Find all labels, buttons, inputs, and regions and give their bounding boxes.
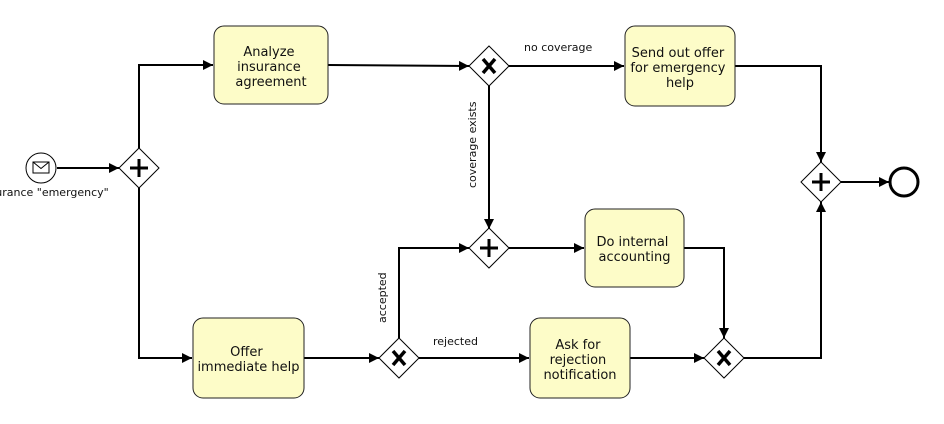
flow-label-rejected: rejected bbox=[433, 335, 478, 348]
x-icon bbox=[716, 349, 732, 367]
task-label-line: Analyze bbox=[243, 45, 294, 60]
task-label-line: immediate help bbox=[197, 360, 299, 375]
task-label-line: for emergency bbox=[630, 61, 725, 76]
svg-text:Analyze insurance: Analyze insurance agreement bbox=[235, 45, 306, 90]
flow-label-no-coverage: no coverage bbox=[524, 41, 592, 54]
final-join-gateway[interactable] bbox=[800, 161, 842, 203]
flow-label-accepted: accepted bbox=[376, 272, 389, 323]
exclusive-merge-gateway[interactable] bbox=[703, 337, 745, 379]
end-event[interactable] bbox=[888, 166, 920, 198]
flow-send-offer-to-final-join bbox=[735, 65, 826, 162]
task-analyze-insurance-agreement[interactable]: Analyze insurance agreement bbox=[213, 25, 329, 105]
task-label-line: Do internal bbox=[596, 235, 668, 250]
task-label-line: Ask for bbox=[555, 338, 601, 353]
task-label-line: rejection bbox=[550, 353, 607, 368]
start-event-label: urance "emergency" bbox=[0, 186, 109, 199]
task-label-line: Offer bbox=[230, 345, 263, 360]
message-start-event[interactable] bbox=[25, 152, 57, 184]
plus-icon bbox=[812, 173, 830, 191]
offer-decision-gateway[interactable] bbox=[378, 337, 420, 379]
flow-analyze-to-coverage-gateway bbox=[327, 60, 470, 71]
x-icon bbox=[391, 349, 407, 367]
task-label-line: notification bbox=[543, 368, 616, 383]
task-label-line: accounting bbox=[599, 250, 671, 265]
task-label-line: agreement bbox=[235, 75, 306, 90]
task-send-out-offer[interactable]: Send out offer for emergency help bbox=[624, 25, 736, 107]
task-label-line: Send out offer bbox=[632, 46, 725, 61]
coverage-decision-gateway[interactable] bbox=[468, 45, 510, 87]
flow-accepted bbox=[398, 243, 469, 338]
plus-icon bbox=[130, 159, 148, 177]
flow-split-to-analyze bbox=[138, 60, 213, 148]
task-offer-immediate-help[interactable]: Offer immediate help bbox=[192, 317, 305, 399]
parallel-split-gateway[interactable] bbox=[118, 147, 160, 189]
flow-label-coverage-exists: coverage exists bbox=[466, 101, 479, 188]
envelope-icon bbox=[32, 161, 50, 174]
svg-text:Ask for rejection: Ask for rejection notification bbox=[543, 338, 616, 383]
plus-icon bbox=[480, 239, 498, 257]
parallel-join-gateway[interactable] bbox=[468, 227, 510, 269]
task-do-internal-accounting[interactable]: Do internal accounting bbox=[584, 208, 685, 288]
x-icon bbox=[481, 57, 497, 75]
task-label-line: help bbox=[666, 76, 694, 91]
task-ask-for-rejection-notification[interactable]: Ask for rejection notification bbox=[529, 317, 631, 399]
svg-text:Send out offer for emerg: Send out offer for emergency help bbox=[630, 46, 729, 91]
task-label-line: insurance bbox=[237, 60, 301, 75]
svg-text:Offer immediate help: Offer immediate help bbox=[197, 345, 299, 375]
svg-text:Do internal accounting: Do internal accounting bbox=[596, 235, 672, 265]
flow-merge-to-final-join bbox=[744, 202, 826, 359]
flow-accounting-to-merge bbox=[684, 247, 729, 338]
flow-split-to-offer-help bbox=[138, 188, 192, 363]
